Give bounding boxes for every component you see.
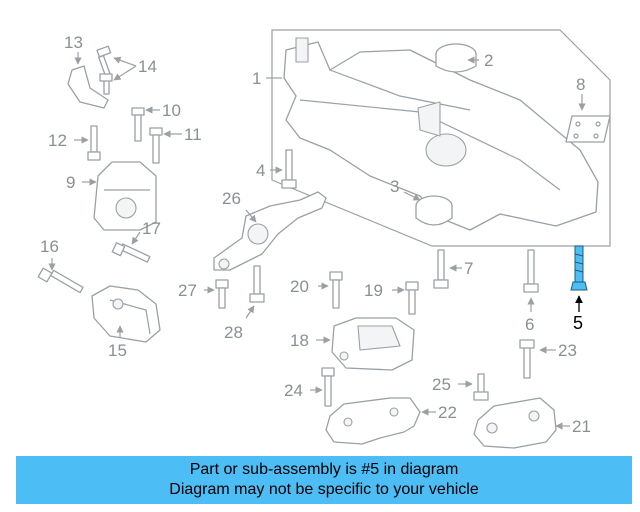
subframe-part[interactable] (283, 37, 599, 231)
callout-12: 12 (48, 131, 67, 150)
callout-26: 26 (222, 189, 241, 208)
subframe-frame (271, 29, 611, 247)
banner-line-2: Diagram may not be specific to your vehi… (169, 481, 479, 498)
bracket-part-22[interactable] (325, 397, 421, 445)
callout-2: 2 (484, 51, 493, 70)
bolt-part-27[interactable] (215, 279, 229, 309)
callout-5: 5 (573, 313, 583, 333)
bolt-part-28[interactable] (249, 265, 265, 303)
bolt-part-10[interactable] (131, 107, 145, 142)
bolt-part-23[interactable] (519, 339, 535, 379)
bolt-part-5-highlighted[interactable] (570, 245, 588, 291)
callout-9: 9 (66, 173, 75, 192)
callout-20: 20 (290, 277, 309, 296)
callout-17: 17 (142, 219, 161, 238)
callout-13: 13 (64, 33, 83, 52)
plate-part-8[interactable] (565, 115, 611, 143)
bushing-part-2[interactable] (435, 43, 477, 73)
bolt-part-4[interactable] (281, 149, 297, 189)
callout-16: 16 (40, 237, 59, 256)
engine-mount-part-9[interactable] (93, 161, 157, 231)
bolt-part-17[interactable] (111, 242, 151, 263)
bolt-part-6[interactable] (523, 249, 539, 293)
banner-line-1: Part or sub-assembly is #5 in diagram (189, 461, 459, 478)
bushing-part-3[interactable] (415, 195, 453, 226)
bolt-part-24[interactable] (321, 367, 335, 407)
bolt-part-20[interactable] (329, 271, 343, 309)
bolt-part-19[interactable] (405, 281, 419, 315)
callout-23: 23 (558, 341, 577, 360)
callout-7: 7 (464, 259, 473, 278)
bolt-part-14a[interactable] (96, 45, 112, 77)
bracket-part-21[interactable] (473, 397, 557, 449)
mount-part-18[interactable] (331, 317, 415, 371)
parts-diagram: 1 2 3 4 5 6 7 8 9 10 11 12 13 14 15 16 1… (37, 29, 611, 449)
bracket-part-15[interactable] (91, 285, 161, 343)
callout-22: 22 (438, 403, 457, 422)
callout-4: 4 (256, 161, 265, 180)
torque-rod-part-26[interactable] (213, 191, 327, 271)
bracket-part-13[interactable] (67, 65, 109, 109)
callout-21: 21 (572, 417, 591, 436)
callout-14: 14 (138, 57, 157, 76)
callout-19: 19 (364, 281, 383, 300)
bolt-part-7[interactable] (433, 249, 449, 289)
callout-1: 1 (252, 69, 261, 88)
callout-15: 15 (108, 341, 127, 360)
bolt-part-12[interactable] (87, 125, 101, 161)
callout-3: 3 (390, 177, 399, 196)
callout-27: 27 (178, 281, 197, 300)
callout-10: 10 (162, 101, 181, 120)
callout-25: 25 (432, 375, 451, 394)
callout-24: 24 (284, 381, 303, 400)
bolt-part-11[interactable] (149, 127, 163, 164)
bolt-part-16[interactable] (37, 267, 84, 294)
bolt-part-14b[interactable] (99, 73, 113, 95)
bolt-part-25[interactable] (473, 373, 489, 401)
callout-6: 6 (525, 315, 534, 334)
info-banner: Part or sub-assembly is #5 in diagram Di… (16, 456, 632, 504)
callout-28: 28 (224, 323, 243, 342)
callout-8: 8 (576, 75, 585, 94)
callout-18: 18 (290, 331, 309, 350)
callout-11: 11 (184, 125, 202, 144)
